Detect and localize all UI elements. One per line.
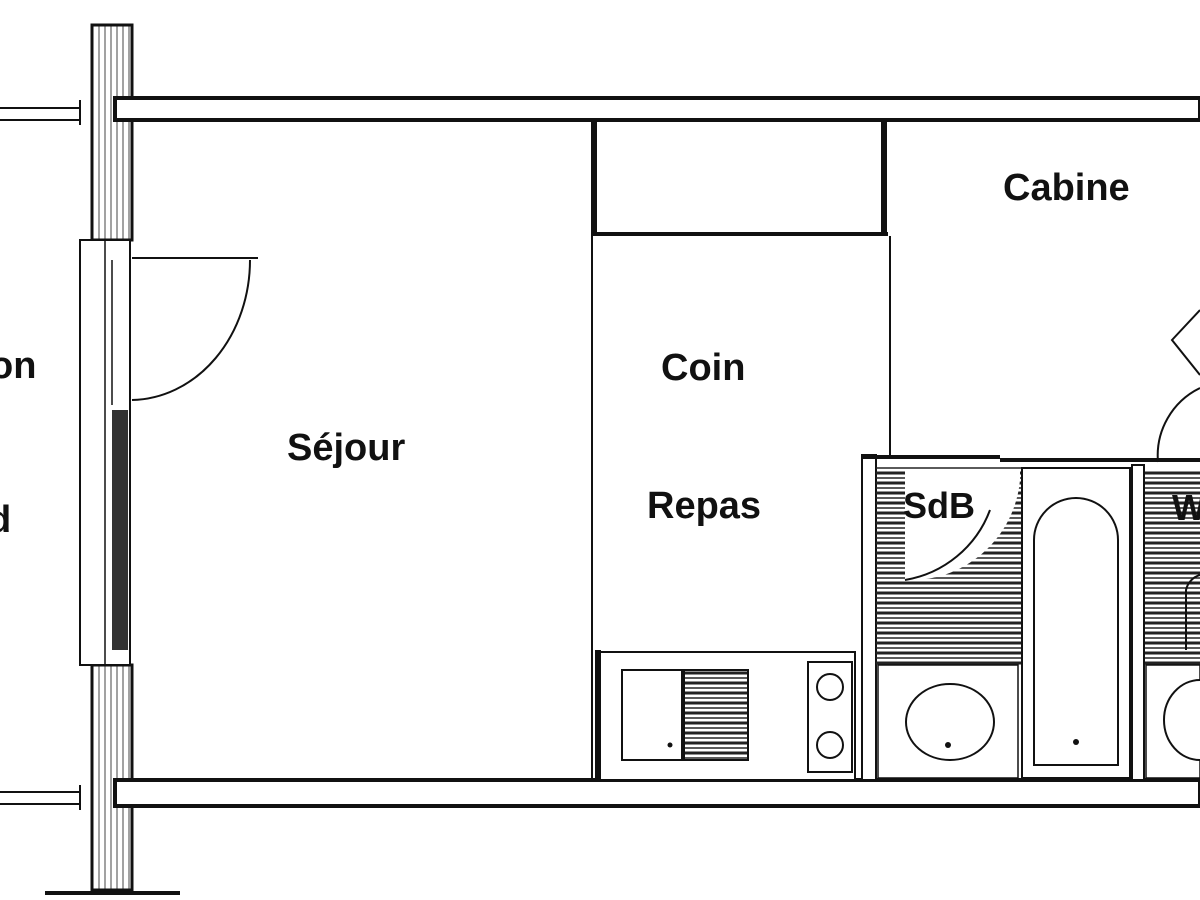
washbasin-icon: [877, 664, 1019, 779]
room-label-balcony-top: on: [0, 345, 36, 387]
cabine-door: [1156, 309, 1200, 463]
facade-wall: [45, 23, 180, 895]
bathroom-door-swing: [904, 509, 991, 581]
room-label-balcony-bottom: d: [0, 499, 11, 541]
bathroom-floor: [876, 465, 1200, 665]
hob-icon: [807, 661, 853, 773]
room-label-repas: Repas: [647, 485, 761, 527]
drainer-icon: [683, 669, 749, 761]
kitchenette: [599, 651, 856, 781]
room-label-cabine: Cabine: [1003, 167, 1130, 209]
top-wall: [113, 96, 1200, 122]
sink-icon: [621, 669, 683, 761]
entrance-door: [131, 257, 258, 401]
toilet-icon: [1145, 574, 1200, 779]
room-label-coin: Coin: [661, 347, 745, 389]
window-frame: [79, 239, 131, 666]
bathtub-icon: [1021, 467, 1131, 779]
bottom-wall: [113, 778, 1200, 808]
room-label-wc: W: [1172, 487, 1200, 528]
balcony-railing: [0, 100, 81, 810]
bathroom-walls: [861, 454, 1200, 781]
room-label-sejour: Séjour: [287, 427, 405, 469]
storage-cupboard: [591, 120, 888, 236]
room-label-sdb: SdB: [903, 485, 975, 526]
